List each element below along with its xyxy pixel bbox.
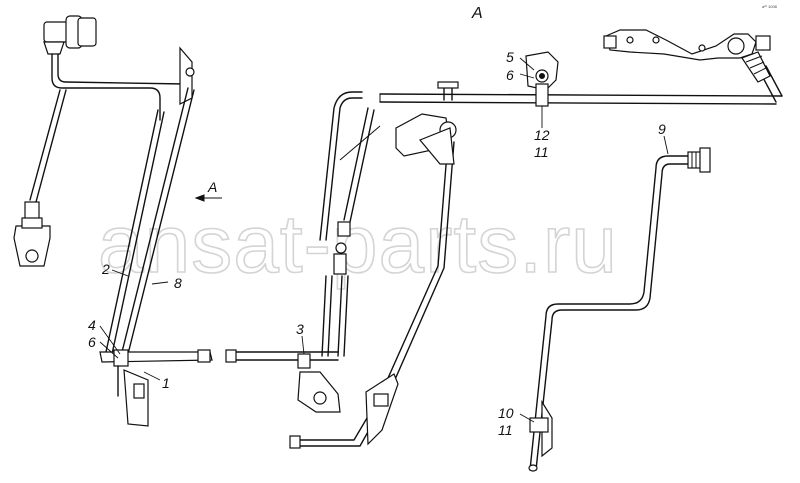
left-pipe-assembly <box>13 15 222 427</box>
callout-4: 4 <box>88 317 96 333</box>
arrow-label: A <box>207 179 217 195</box>
callout-9: 9 <box>658 121 666 137</box>
view-arrow <box>194 194 205 202</box>
labels: A A 2 8 4 6 1 3 5 6 12 11 9 10 11 <box>88 5 666 438</box>
callout-6-left: 6 <box>88 334 96 350</box>
top-fitting <box>43 41 65 55</box>
callout-11-bottom: 11 <box>498 422 513 438</box>
top-connector <box>43 21 69 43</box>
watermark: ansat-parts.ru <box>98 199 618 290</box>
top-connector-cap <box>77 17 97 47</box>
view-label: A <box>471 5 483 22</box>
callout-12: 12 <box>534 127 550 143</box>
callout-1: 1 <box>162 375 170 391</box>
middle-pipe-assembly <box>225 81 459 449</box>
callout-2: 2 <box>101 261 110 277</box>
callout-3: 3 <box>296 321 304 337</box>
callout-10: 10 <box>498 405 514 421</box>
right-pipe-assembly <box>379 29 783 472</box>
angle-fitting <box>741 51 771 83</box>
lower-left-bracket <box>13 225 51 267</box>
callout-11-top: 11 <box>534 144 549 160</box>
callout-5: 5 <box>506 49 514 65</box>
lower-clamp <box>365 373 399 446</box>
leader-lines <box>99 57 669 423</box>
clip-3 <box>297 353 311 369</box>
corner-note: a²¹ 1008 <box>762 4 778 9</box>
lower-left-fitting <box>24 201 40 221</box>
callout-8: 8 <box>174 275 182 291</box>
callout-6-right: 6 <box>506 67 514 83</box>
